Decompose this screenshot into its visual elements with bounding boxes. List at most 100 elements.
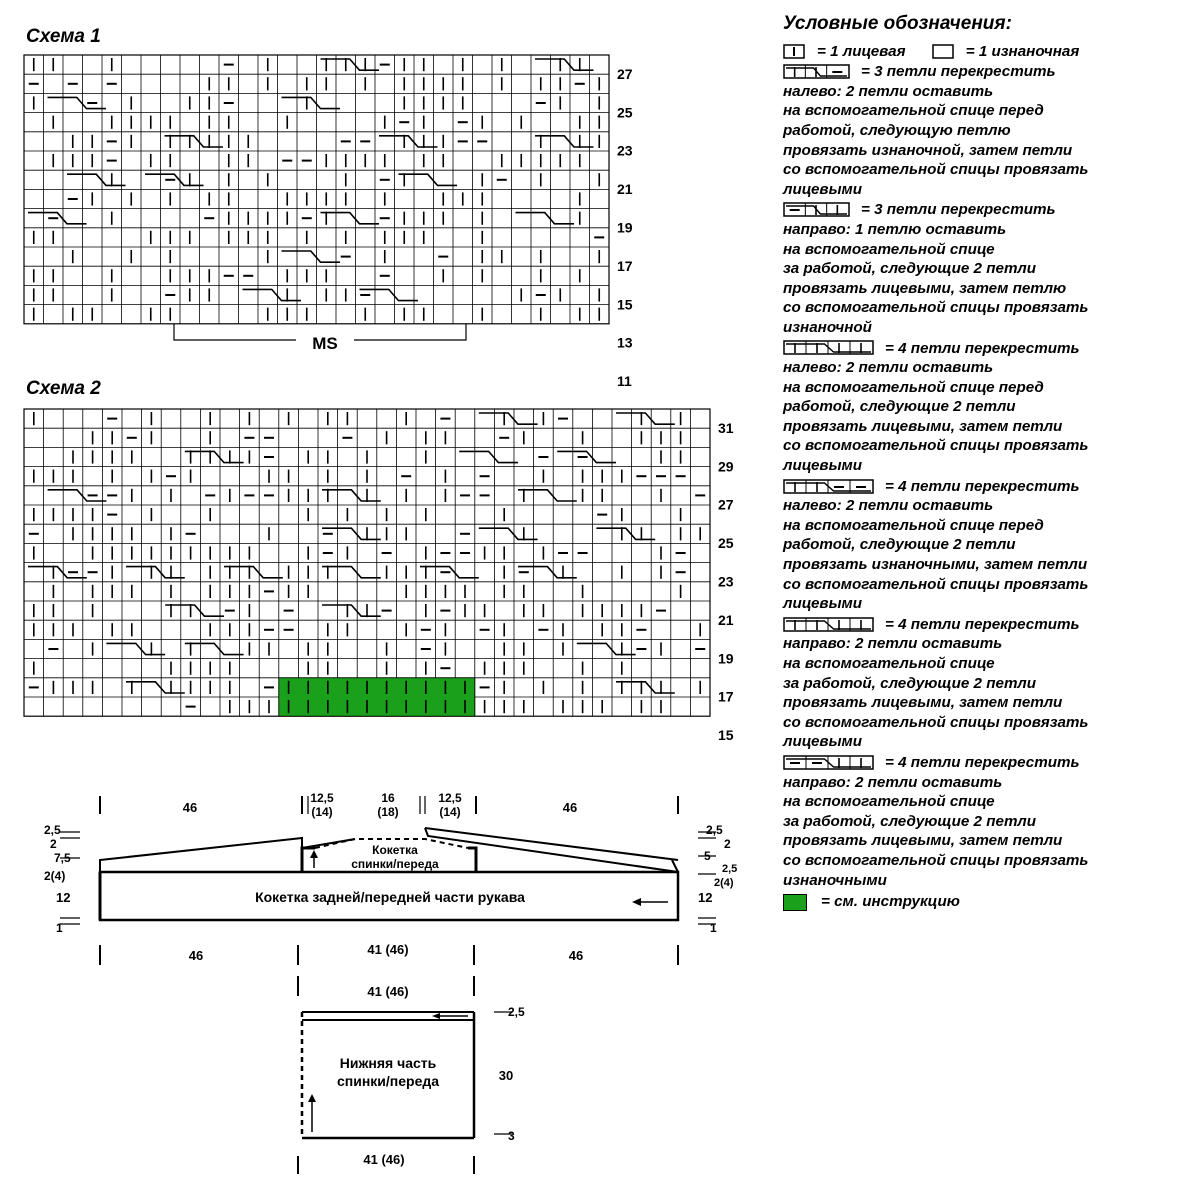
scheme2-cable-mark (478, 527, 538, 541)
cross3-right-purl-icon (783, 202, 850, 218)
legend-item-line: лицевыми (783, 595, 863, 613)
scheme1-cable-mark (164, 135, 223, 148)
right-side-dim-7: 1 (710, 921, 717, 935)
legend-item-line: работой, следующие 2 петли (783, 398, 1016, 416)
scheme2-row-number: 31 (718, 420, 734, 436)
legend-item-head-text: = 4 петли перекрестить (885, 477, 1080, 495)
legend-item-line: за работой, следующие 2 петли (783, 674, 1036, 692)
legend-item-head: = 4 петли перекрестить (783, 615, 1193, 635)
legend-item-head: = 3 петли перекрестить (783, 200, 1193, 220)
yoke-back-label-1: Кокетка (372, 843, 418, 857)
legend-item-line: за работой, следующие 2 петли (783, 812, 1036, 830)
repeat-label: MS (312, 334, 338, 353)
legend-item-head: = 4 петли перекрестить (783, 339, 1193, 359)
sleeve-yoke-label: Кокетка задней/передней части рукава (255, 889, 525, 905)
green-highlight-cells (278, 677, 476, 717)
top-dim-left: 46 (183, 800, 197, 815)
legend-item-line: налево: 2 петли оставить (783, 497, 994, 515)
scheme2-cable-mark (322, 604, 381, 618)
legend-item-head: = 3 петли перекрестить (783, 62, 1193, 82)
scheme2-cable-mark (184, 450, 244, 464)
legend-item-line: направо: 2 петли оставить (783, 773, 1003, 791)
scheme2-row-number: 15 (718, 727, 734, 740)
scheme1-cable-mark (47, 96, 106, 110)
scheme1-row-number: 23 (617, 143, 633, 159)
legend-item-line: за работой, следующие 2 петли (783, 260, 1036, 278)
left-side-dim-5: 12 (56, 890, 70, 905)
right-side-dim-6: 12 (698, 890, 712, 905)
legend-item-line: провязать лицевыми, затем петли (783, 832, 1063, 850)
lower-label-1: Нижняя часть (340, 1055, 437, 1071)
scheme2-cable-mark (322, 488, 381, 502)
scheme2-cable-mark (420, 565, 479, 579)
scheme2-cable-mark (459, 450, 518, 464)
legend-item-line: направо: 1 петлю оставить (783, 220, 1007, 238)
scheme2-cable-mark (126, 565, 185, 579)
scheme2-stitches (28, 412, 706, 714)
legend-item-line: на вспомогательной спице (783, 793, 995, 811)
legend-purl-label: = 1 изнаночная (965, 42, 1080, 60)
legend-item-line: на вспомогательной спице (783, 240, 995, 258)
scheme2-cable-mark (47, 488, 107, 502)
scheme2-cable-mark (518, 565, 577, 579)
legend-item-head: = 4 петли перекрестить (783, 477, 1193, 497)
legend-item-line: провязать лицевыми, затем петлю (783, 279, 1067, 297)
scheme2-row-number: 23 (718, 574, 734, 590)
top-dim-yoke-right: 12,5 (438, 791, 462, 805)
scheme1-cable-mark (320, 211, 379, 225)
scheme2-row-number: 19 (718, 650, 734, 666)
symbol-cross-line (786, 481, 871, 492)
right-side-dim-1: 2,5 (706, 823, 723, 837)
scheme2-cable-mark (478, 412, 538, 426)
right-side-dim-2: 2 (724, 837, 731, 851)
top-dim-center-alt: (18) (377, 805, 398, 819)
scheme2-row-number: 25 (718, 535, 734, 551)
scheme1-cable-mark (145, 173, 204, 187)
bottom-dim-left: 46 (189, 948, 203, 963)
scheme1-cable-mark (242, 288, 301, 302)
scheme2-cables (28, 412, 675, 694)
scheme1-cable-mark (281, 96, 340, 110)
garment-pattern-diagram: 46 12,5 (14) 16 (18) 12,5 (14) 46 Кокетк… (44, 791, 737, 1174)
right-side-dim-4: 2,5 (722, 863, 737, 875)
legend-items: = 3 петли перекрестить налево: 2 петли ос… (783, 62, 1193, 890)
legend-item-line: со вспомогательной спицы провязать (783, 299, 1089, 317)
cross3-left-purl-icon (783, 64, 850, 79)
scheme2-cable-mark (557, 450, 616, 464)
right-side-dim-3: 5 (704, 849, 711, 863)
scheme1-cable-mark (281, 250, 340, 264)
legend-green-row: = см. инструкцию (783, 892, 1193, 912)
scheme1-row-number: 21 (617, 181, 633, 197)
legend-item-line: провязать изнаночной, затем петли (783, 141, 1073, 159)
bottom-dim-center: 41 (46) (367, 942, 408, 957)
scheme2-cable-mark (28, 565, 87, 579)
scheme2-cable-mark (518, 488, 577, 502)
top-dim-yoke-left: 12,5 (310, 791, 334, 805)
scheme2-row-number: 29 (718, 458, 734, 474)
lower-right-top: 2,5 (508, 1005, 525, 1019)
scheme1-row-number: 19 (617, 220, 633, 236)
legend-item-head: = 4 петли перекрестить (783, 753, 1193, 773)
scheme1-cable-mark (28, 211, 87, 225)
legend-item-line: изнаночными (783, 871, 887, 889)
legend-item-line: лицевыми (783, 457, 863, 475)
scheme2-cable-mark (576, 642, 636, 656)
knit-stitch-icon (783, 43, 805, 59)
left-side-dim-2: 2 (50, 837, 57, 851)
legend-knit-label: = 1 лицевая (817, 42, 906, 60)
scheme2-cable-mark (126, 680, 185, 694)
scheme2-cable-mark (596, 527, 656, 541)
symbol-cross-line (786, 343, 871, 354)
lower-right-bottom: 3 (508, 1129, 515, 1143)
scheme1-cable-mark (535, 58, 594, 71)
legend-item-line: со вспомогательной спицы провязать (783, 575, 1089, 593)
top-dim-right: 46 (563, 800, 577, 815)
left-side-dim-3: 7,5 (54, 851, 71, 865)
scheme1-cable-mark (320, 58, 379, 71)
legend-item-line: лицевыми (783, 733, 863, 751)
scheme2-row-number: 21 (718, 612, 734, 628)
legend-item-head-text: = 3 петли перекрестить (861, 63, 1056, 81)
legend-item-head-text: = 4 петли перекрестить (885, 339, 1080, 357)
legend-item-line: провязать лицевыми, затем петли (783, 694, 1063, 712)
